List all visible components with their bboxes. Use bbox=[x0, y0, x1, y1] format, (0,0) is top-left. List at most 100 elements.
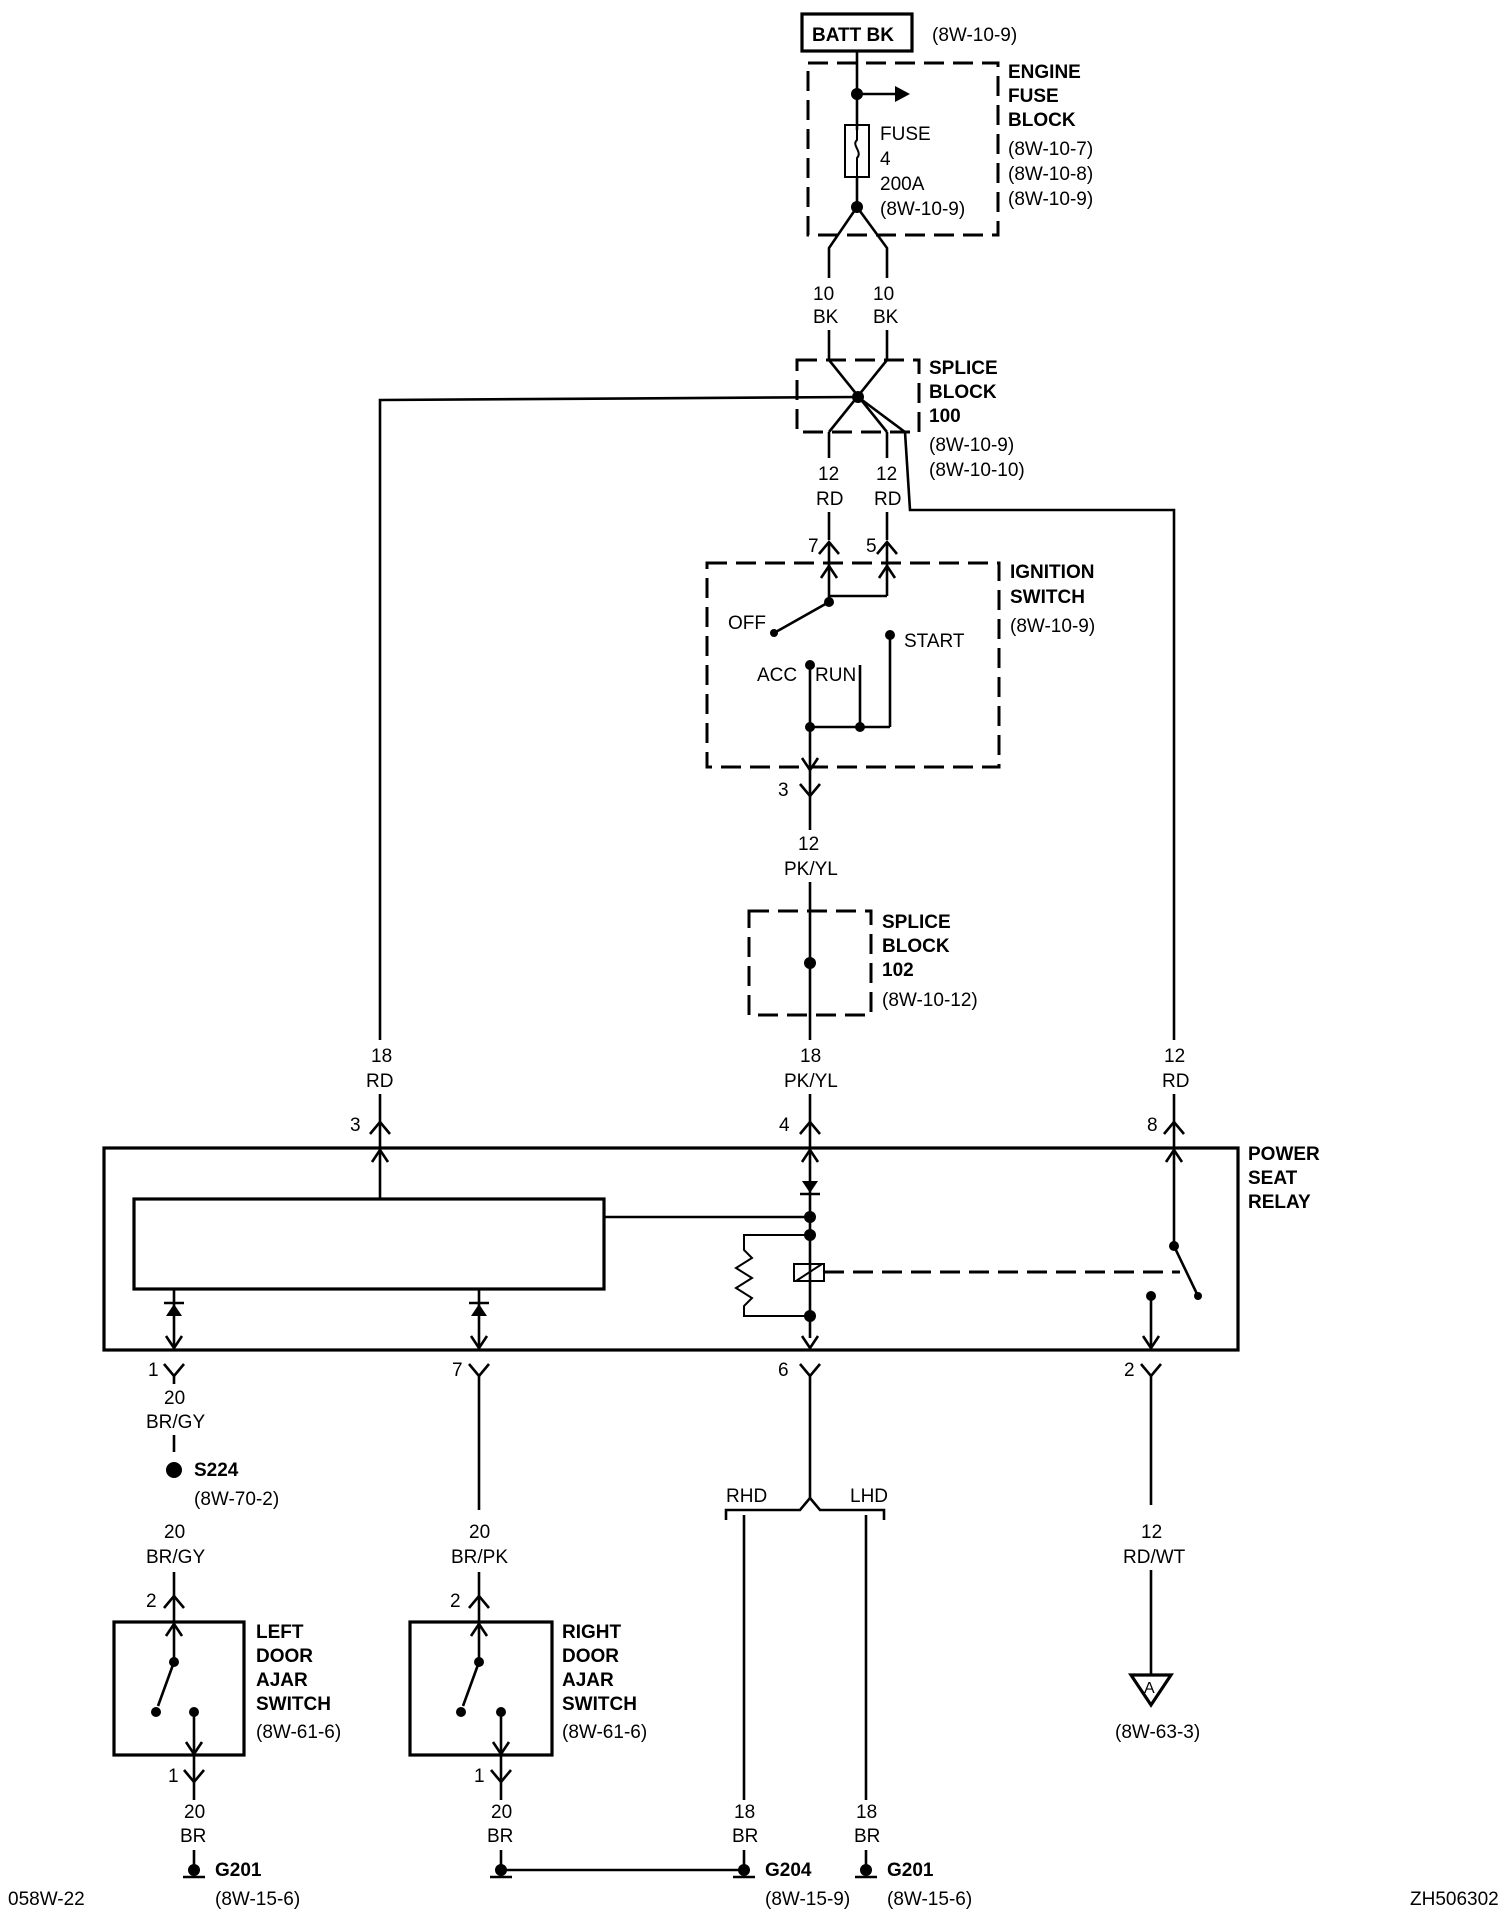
left-door-ajar-switch-name-1: LEFT bbox=[256, 1622, 304, 1643]
wire-left-switch-gnd-color: BR bbox=[180, 1826, 206, 1847]
splice-block-102-name-3: 102 bbox=[882, 960, 914, 981]
pin-right-switch-1: 1 bbox=[474, 1766, 485, 1787]
left-door-ajar-switch-name-4: SWITCH bbox=[256, 1694, 331, 1715]
left-switch-blade bbox=[156, 1661, 176, 1707]
pin-relay-1: 1 bbox=[148, 1360, 159, 1381]
wire-fuse-out-right-gauge: 10 bbox=[873, 284, 894, 305]
splice-s224-ref: (8W-70-2) bbox=[194, 1489, 279, 1510]
wire-relay-pin1-gauge: 20 bbox=[164, 1388, 185, 1409]
ignition-off-label: OFF bbox=[728, 613, 766, 634]
ignition-run-label: RUN bbox=[815, 665, 856, 686]
splice-block-100-ref-1: (8W-10-9) bbox=[929, 435, 1014, 456]
option-lhd-label: LHD bbox=[850, 1486, 888, 1507]
connector-a-label: A bbox=[1144, 1680, 1155, 1697]
wire-relay-pin4-color: PK/YL bbox=[784, 1071, 838, 1092]
connector-a-triangle bbox=[1128, 1673, 1174, 1708]
footer-drawing-code: ZH506302 bbox=[1410, 1889, 1499, 1910]
splice-block-100: SPLICE BLOCK 100 (8W-10-9) (8W-10-10) bbox=[795, 358, 1025, 481]
wire-ign-in-right-gauge: 12 bbox=[876, 464, 897, 485]
ignition-start-label: START bbox=[904, 631, 965, 652]
splice-block-102: SPLICE BLOCK 102 (8W-10-12) bbox=[747, 909, 978, 1017]
batt-label: BATT BK bbox=[812, 25, 894, 46]
wire-relay-pin3-color: RD bbox=[366, 1071, 393, 1092]
wire-relay-pin4-gauge: 18 bbox=[800, 1046, 821, 1067]
wire-relay-pin8-gauge: 12 bbox=[1164, 1046, 1185, 1067]
engine-fuse-block-ref-1: (8W-10-7) bbox=[1008, 139, 1093, 160]
arrow-right-icon bbox=[895, 86, 910, 102]
power-seat-relay-name-3: RELAY bbox=[1248, 1192, 1311, 1213]
left-door-ajar-switch-name-2: DOOR bbox=[256, 1646, 313, 1667]
wire-ign-in-left-gauge: 12 bbox=[818, 464, 839, 485]
ignition-switch-name-2: SWITCH bbox=[1010, 587, 1085, 608]
wire-left-switch-gnd-gauge: 20 bbox=[184, 1802, 205, 1823]
engine-fuse-block-ref-2: (8W-10-8) bbox=[1008, 164, 1093, 185]
wire-splice-to-relay-pin3 bbox=[378, 395, 859, 1040]
wire-relay-pin3-gauge: 18 bbox=[371, 1046, 392, 1067]
pin-relay-2: 2 bbox=[1124, 1360, 1135, 1381]
right-door-ajar-switch: RIGHT DOOR AJAR SWITCH (8W-61-6) bbox=[408, 1620, 647, 1757]
right-door-ajar-switch-ref: (8W-61-6) bbox=[562, 1722, 647, 1743]
ground-icon bbox=[188, 1864, 200, 1876]
power-seat-relay-name-2: SEAT bbox=[1248, 1168, 1298, 1189]
ground-g204-ref: (8W-15-9) bbox=[765, 1889, 850, 1910]
pin-ign-5: 5 bbox=[866, 536, 877, 557]
pin-right-switch-2: 2 bbox=[450, 1591, 461, 1612]
wire-relay-pin2-color: RD/WT bbox=[1123, 1547, 1186, 1568]
right-door-ajar-switch-name-4: SWITCH bbox=[562, 1694, 637, 1715]
wire-ign-in-left-color: RD bbox=[816, 489, 843, 510]
splice-s224-label: S224 bbox=[194, 1460, 239, 1481]
wire-relay-pin8-color: RD bbox=[1162, 1071, 1189, 1092]
ignition-switch-ref: (8W-10-9) bbox=[1010, 616, 1095, 637]
ignition-acc-label: ACC bbox=[757, 665, 797, 686]
splice-block-102-ref: (8W-10-12) bbox=[882, 990, 978, 1011]
right-door-ajar-switch-outline bbox=[408, 1620, 554, 1757]
wire-right-switch-gnd-gauge: 20 bbox=[491, 1802, 512, 1823]
wire-relay-pin7-gauge: 20 bbox=[469, 1522, 490, 1543]
splice-block-100-name-2: BLOCK bbox=[929, 382, 997, 403]
pin-left-switch-1: 1 bbox=[168, 1766, 179, 1787]
right-switch-blade bbox=[461, 1661, 481, 1707]
wire-relay-pin2-gauge: 12 bbox=[1141, 1522, 1162, 1543]
diode-icon bbox=[166, 1304, 182, 1316]
right-door-ajar-switch-name-1: RIGHT bbox=[562, 1622, 622, 1643]
wire-s224-out-color: BR/GY bbox=[146, 1547, 205, 1568]
resistor-icon bbox=[734, 1234, 810, 1317]
wire-fuse-out-left-color: BK bbox=[813, 307, 839, 328]
splice-block-100-outline bbox=[795, 358, 921, 434]
ground-g201-right-label: G201 bbox=[887, 1860, 934, 1881]
splice-block-100-name-1: SPLICE bbox=[929, 358, 998, 379]
ignition-switch-name-1: IGNITION bbox=[1010, 562, 1094, 583]
splice-block-102-name-2: BLOCK bbox=[882, 936, 950, 957]
splice-block-102-outline bbox=[747, 909, 873, 1017]
pin-left-switch-2: 2 bbox=[146, 1591, 157, 1612]
splice-block-102-name-1: SPLICE bbox=[882, 912, 951, 933]
engine-fuse-block-name-2: FUSE bbox=[1008, 86, 1059, 107]
wire-lhd-gnd-color: BR bbox=[854, 1826, 880, 1847]
left-door-ajar-switch-name-3: AJAR bbox=[256, 1670, 308, 1691]
ground-g204-label: G204 bbox=[765, 1860, 812, 1881]
engine-fuse-block-ref-3: (8W-10-9) bbox=[1008, 189, 1093, 210]
fuse-label-3: 200A bbox=[880, 174, 925, 195]
fuse-label-4: (8W-10-9) bbox=[880, 199, 965, 220]
splice-s224-icon bbox=[166, 1462, 182, 1478]
left-door-ajar-switch-outline bbox=[112, 1620, 246, 1757]
wire-lhd-gnd-gauge: 18 bbox=[856, 1802, 877, 1823]
battery-feed: BATT BK (8W-10-9) bbox=[800, 12, 1017, 130]
power-seat-relay: POWER SEAT RELAY bbox=[102, 1144, 1320, 1352]
fuse-label-2: 4 bbox=[880, 149, 891, 170]
pin-ign-7: 7 bbox=[808, 536, 819, 557]
wire-ign-out-color: PK/YL bbox=[784, 859, 838, 880]
right-door-ajar-switch-name-3: AJAR bbox=[562, 1670, 614, 1691]
pin-relay-7: 7 bbox=[452, 1360, 463, 1381]
pin-relay-4: 4 bbox=[779, 1115, 790, 1136]
ignition-switch-outline bbox=[705, 561, 1001, 769]
engine-fuse-block-outline bbox=[806, 61, 1000, 237]
fuse-label-1: FUSE bbox=[880, 124, 931, 145]
ground-g201-left-label: G201 bbox=[215, 1860, 262, 1881]
power-seat-relay-name-1: POWER bbox=[1248, 1144, 1320, 1165]
ground-icon bbox=[860, 1864, 872, 1876]
diode-icon bbox=[471, 1304, 487, 1316]
left-door-ajar-switch-ref: (8W-61-6) bbox=[256, 1722, 341, 1743]
wire-relay-pin1-color: BR/GY bbox=[146, 1412, 205, 1433]
